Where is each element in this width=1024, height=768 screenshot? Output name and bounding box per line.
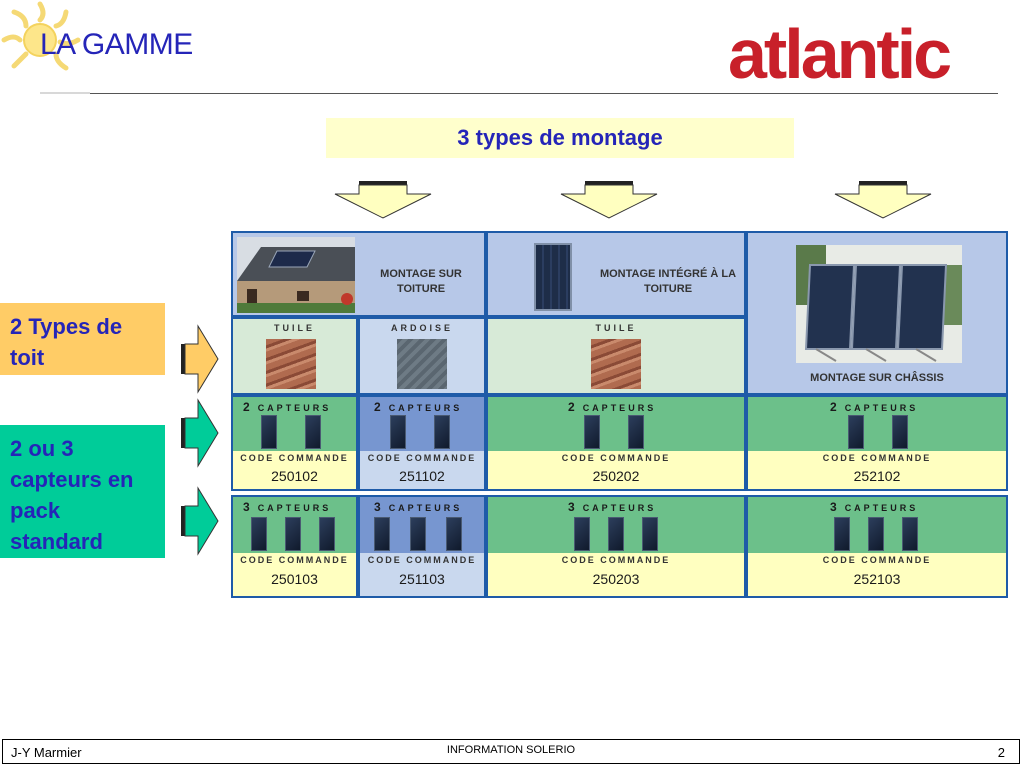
mounting-surface-cell: MONTAGE SUR TOITURE [231, 231, 486, 317]
integrated-panel-photo [534, 243, 572, 311]
right-arrow-icon [181, 398, 219, 468]
collector-panel-icon [608, 517, 624, 551]
mounting-surface-label: MONTAGE SUR TOITURE [380, 268, 462, 295]
collectors-box: 2 ou 3 capteurs en pack standard [0, 425, 165, 558]
mounting-integrated-label: MONTAGE INTÉGRÉ À LA TOITURE [599, 268, 737, 295]
code-commande-label: CODE COMMANDE [822, 453, 932, 463]
header-rule-accent [40, 92, 90, 94]
footer-center-text: INFORMATION SOLERIO [446, 744, 576, 756]
code-commande-label: CODE COMMANDE [240, 555, 349, 565]
slide-title: LA GAMME [40, 28, 193, 61]
collector-panel-icon [584, 415, 600, 449]
right-arrow-icon [181, 486, 219, 556]
order-code: 250203 [592, 571, 640, 587]
collector-panel-icon [642, 517, 658, 551]
footer-author: J-Y Marmier [11, 745, 82, 760]
code-commande-label: CODE COMMANDE [561, 555, 671, 565]
order-code: 250102 [271, 468, 318, 484]
order-code: 251103 [399, 571, 445, 587]
collector-panel-icon [305, 415, 321, 449]
chassis-photo [796, 245, 962, 363]
house-photo [237, 237, 355, 313]
collector-panel-icon [834, 517, 850, 551]
mounting-chassis-cell: MONTAGE SUR CHÂSSIS [746, 231, 1008, 395]
collector-panel-icon [902, 517, 918, 551]
right-arrow-icon [181, 324, 219, 394]
collector-panel-icon [374, 517, 390, 551]
order-code: 252103 [853, 571, 901, 587]
roof-ardoise-cell: ARDOISE [358, 317, 486, 395]
order-code: 250103 [271, 571, 318, 587]
header-rule [40, 93, 998, 94]
roof-ardoise-label: ARDOISE [390, 323, 453, 333]
collector-panel-icon [319, 517, 335, 551]
slate-swatch-icon [397, 339, 447, 389]
collector-panel-icon [628, 415, 644, 449]
order-code: 252102 [853, 468, 901, 484]
sun-logo [1, 1, 81, 71]
collector-panel-icon [434, 415, 450, 449]
page-number: 2 [997, 745, 1005, 760]
code-commande-label: CODE COMMANDE [822, 555, 932, 565]
collector-panel-icon [261, 415, 277, 449]
slide-footer: J-Y Marmier INFORMATION SOLERIO 2 [2, 739, 1020, 764]
collector-panel-icon [251, 517, 267, 551]
down-arrow-icon [560, 181, 658, 219]
mounting-integrated-cell: MONTAGE INTÉGRÉ À LA TOITURE [486, 231, 746, 317]
collector-panel-icon [410, 517, 426, 551]
order-code: 250202 [592, 468, 640, 484]
code-commande-label: CODE COMMANDE [561, 453, 671, 463]
collector-panel-icon [574, 517, 590, 551]
tile-swatch-icon [266, 339, 316, 389]
down-arrow-icon [334, 181, 432, 219]
order-code: 251102 [399, 468, 445, 484]
roof-types-box: 2 Types de toit [0, 303, 165, 375]
roof-tuile-cell: TUILE [231, 317, 358, 395]
roof-tuile-integrated-label: TUILE [595, 323, 637, 333]
collector-panel-icon [868, 517, 884, 551]
roof-tuile-label: TUILE [274, 323, 315, 333]
roof-tuile-integrated-cell: TUILE [486, 317, 746, 395]
collector-panel-icon [848, 415, 864, 449]
collector-panel-icon [446, 517, 462, 551]
collector-panel-icon [285, 517, 301, 551]
code-commande-label: CODE COMMANDE [367, 555, 477, 565]
code-commande-label: CODE COMMANDE [367, 453, 477, 463]
product-grid: MONTAGE SUR TOITURE MONTAGE INTÉGRÉ À LA… [231, 231, 1008, 598]
mounting-chassis-label: MONTAGE SUR CHÂSSIS [810, 372, 944, 384]
subtitle-box: 3 types de montage [326, 118, 794, 158]
tile-swatch-icon [591, 339, 641, 389]
atlantic-logo: atlantic [728, 15, 952, 93]
collector-panel-icon [390, 415, 406, 449]
code-commande-label: CODE COMMANDE [240, 453, 349, 463]
collector-panel-icon [892, 415, 908, 449]
down-arrow-icon [834, 181, 932, 219]
